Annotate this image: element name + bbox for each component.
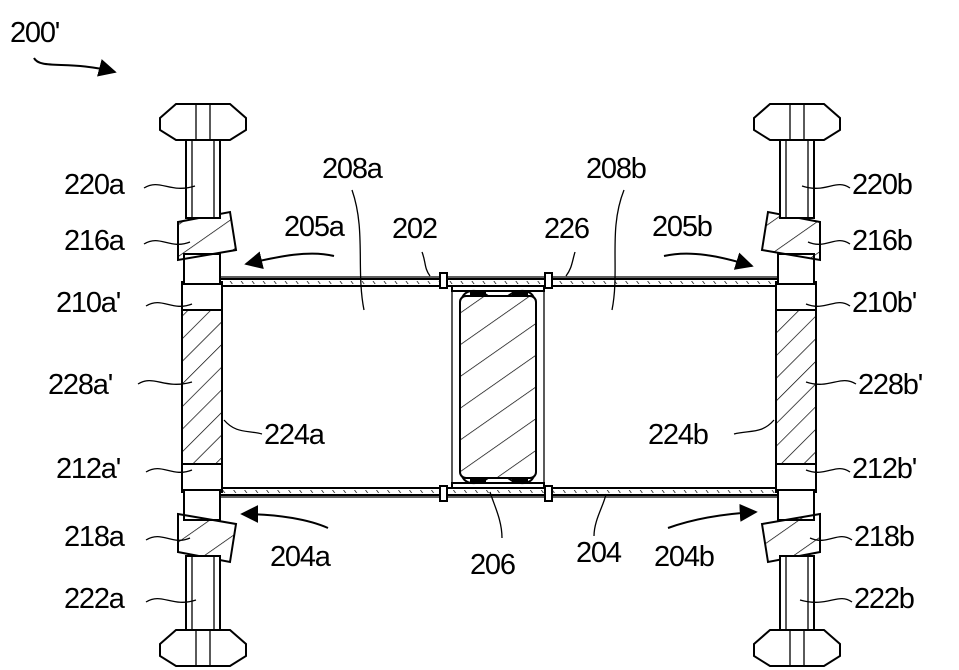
- right-end-cap: [775, 253, 817, 521]
- label-202: 202: [392, 213, 437, 245]
- label-218a: 218a: [64, 521, 126, 553]
- label-220b: 220b: [852, 169, 912, 201]
- figure-label: 200': [10, 17, 60, 49]
- label-204a: 204a: [270, 541, 332, 573]
- label-204: 204: [576, 537, 622, 569]
- left-end-cap: [181, 253, 223, 521]
- label-222a: 222a: [64, 583, 126, 615]
- tube-bottom-wall: [209, 487, 781, 498]
- right-upper-pipe: [753, 103, 841, 219]
- label-208b: 208b: [586, 153, 646, 185]
- right-upper-elbow: [760, 210, 821, 262]
- left-upper-elbow: [177, 210, 238, 262]
- label-224b: 224b: [648, 419, 708, 451]
- label-212b: 212b': [852, 453, 917, 485]
- label-216a: 216a: [64, 225, 126, 257]
- label-208a: 208a: [322, 153, 384, 185]
- tube-top-wall: [209, 276, 781, 287]
- wall-joints: [439, 272, 553, 502]
- left-lower-pipe: [159, 555, 247, 667]
- label-210b: 210b': [852, 287, 917, 319]
- left-lower-elbow: [177, 512, 238, 564]
- label-220a: 220a: [64, 169, 126, 201]
- label-216b: 216b: [852, 225, 912, 257]
- label-226: 226: [544, 213, 589, 245]
- label-222b: 222b: [854, 583, 914, 615]
- label-210a: 210a': [56, 287, 121, 319]
- label-228b: 228b': [858, 369, 923, 401]
- leader-lines: [33, 57, 857, 603]
- piston: [459, 289, 537, 485]
- label-228a: 228a': [48, 369, 113, 401]
- label-212a: 212a': [56, 453, 121, 485]
- right-lower-elbow: [760, 512, 821, 564]
- reference-labels: 200' 220a 216a 210a' 228a' 212a' 218a 22…: [10, 17, 924, 615]
- piston-sleeve: [451, 285, 545, 489]
- left-upper-pipe: [159, 103, 247, 219]
- right-lower-pipe: [753, 555, 841, 667]
- label-218b: 218b: [854, 521, 914, 553]
- label-224a: 224a: [264, 419, 326, 451]
- label-205a: 205a: [284, 211, 346, 243]
- label-206: 206: [470, 549, 515, 581]
- label-204b: 204b: [654, 541, 714, 573]
- label-205b: 205b: [652, 211, 712, 243]
